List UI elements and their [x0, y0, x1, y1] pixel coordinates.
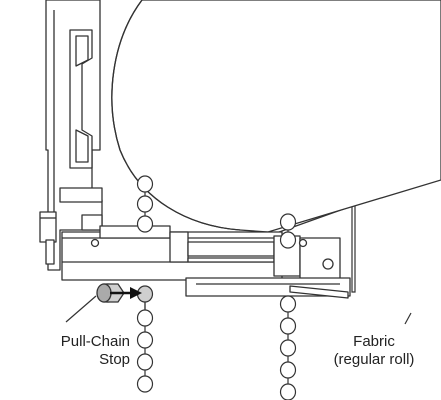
mounting-bracket [39, 0, 103, 271]
pull-chain-stop-label: Pull-Chain Stop [2, 333, 130, 369]
chain-bead [279, 383, 297, 400]
pull-chain-stop-part [96, 283, 125, 303]
chain-bead [279, 213, 297, 231]
pull-chain-stop-label-line2: Stop [99, 351, 130, 368]
leader-lines [65, 295, 412, 325]
chain-bead [136, 195, 154, 213]
chain-bead [279, 317, 297, 335]
chain-bead [136, 215, 154, 233]
roller-tube [111, 0, 441, 233]
chain-bead [136, 375, 154, 393]
pull-chain-left [136, 175, 154, 393]
chain-bead [279, 231, 297, 249]
chain-bead [279, 339, 297, 357]
chain-bead [136, 331, 154, 349]
fabric-label: Fabric (regular roll) [310, 333, 438, 369]
chain-bead [279, 361, 297, 379]
direction-arrow [110, 287, 142, 299]
chain-bead [279, 295, 297, 313]
fabric-label-line1: Fabric [353, 333, 395, 350]
chain-bead [136, 309, 154, 327]
chain-bead [136, 175, 154, 193]
pull-chain-stop-label-line1: Pull-Chain [60, 333, 130, 350]
pull-chain-right [279, 213, 297, 400]
chain-bead [136, 353, 154, 371]
fabric-label-line2: (regular roll) [333, 351, 415, 368]
